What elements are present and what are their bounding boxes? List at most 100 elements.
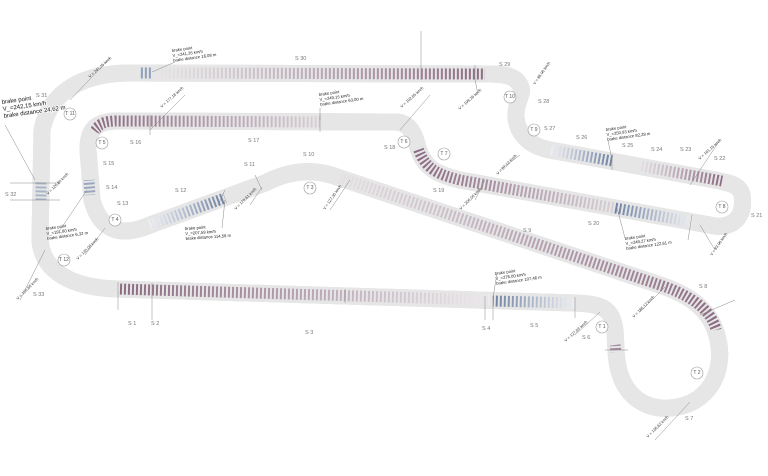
- brake-speed: V_=241,35 km/h: [172, 49, 204, 58]
- brake-callout: brake point V_=249,27 km/h brake distanc…: [624, 233, 673, 251]
- sector-label: S 19: [433, 188, 444, 194]
- sector-label: S 3: [305, 330, 313, 336]
- turn-marker: T 8: [715, 200, 729, 214]
- turn-label: T 6: [400, 139, 407, 145]
- turn-marker: T 12: [57, 253, 71, 267]
- brake-speed: V_=207,59 km/h: [185, 229, 217, 236]
- sector-label: S 31: [36, 93, 47, 99]
- sector-label: S 20: [588, 221, 599, 227]
- turn-label: T 9: [530, 127, 537, 133]
- brake-speed: V_=191,80 km/h: [46, 227, 78, 236]
- speed-label: V = 136,62 km/h: [645, 414, 669, 438]
- speed-leaders: [19, 57, 721, 441]
- sector-label: S 8: [699, 284, 707, 290]
- speed-label: V = 86,90 km/h: [532, 61, 552, 86]
- zone-brake-s12: [148, 192, 227, 231]
- brake-speed: V_=276,00 km/h: [495, 272, 527, 281]
- brake-title: brake point: [494, 268, 516, 276]
- turn-marker: T 1: [595, 320, 609, 334]
- sector-label: S 21: [751, 213, 762, 219]
- turn-label: T 12: [59, 257, 69, 263]
- brake-distance: brake distance 82,28 m: [607, 131, 651, 142]
- sector-label: S 29: [499, 62, 510, 68]
- turn-label: T 2: [693, 370, 700, 376]
- sector-label: S 16: [130, 140, 141, 146]
- turn-marker: T 11: [63, 107, 77, 121]
- turn-marker: T 4: [108, 213, 122, 227]
- brake-title: brake point: [45, 223, 67, 231]
- sector-label: S 22: [714, 156, 725, 162]
- brake-distance: brake distance 6,32 m: [47, 230, 89, 241]
- brake-callout: brake point V_=191,80 km/h brake distanc…: [45, 223, 89, 241]
- sector-label: S 24: [651, 147, 662, 153]
- turn-markers: T 1 T 2 T 3 T 4 T 5 T 6 T 7 T 8 T 9 T 10…: [57, 90, 729, 380]
- sector-label: S 17: [248, 138, 259, 144]
- sector-dividers: [10, 31, 736, 351]
- brake-distance: brake distance 122,61 m: [626, 239, 673, 250]
- brake-distance: brake distance 107,46 m: [496, 274, 543, 285]
- brake-point-callouts: brake point V_=241,35 km/h brake distanc…: [1, 45, 673, 286]
- turn-marker: T 3: [303, 181, 317, 195]
- sector-label: S 15: [103, 161, 114, 167]
- brake-title: brake point: [318, 89, 340, 97]
- sector-label: S 4: [482, 326, 490, 332]
- sector-label: S 30: [295, 56, 306, 62]
- speed-label: V = 102,85 km/h: [399, 85, 424, 108]
- sector-label: S 18: [384, 145, 395, 151]
- brake-callout: brake point V_=207,59 km/h brake distanc…: [185, 225, 232, 241]
- brake-title: brake point: [624, 233, 646, 241]
- brake-title: brake point: [185, 225, 207, 231]
- track: [31, 64, 743, 408]
- speed-label: V = 186,12 km/h: [631, 294, 655, 318]
- sector-label: S 27: [544, 126, 555, 132]
- brake-title: brake point: [171, 45, 193, 53]
- speed-label: V = 87,12 km/h: [495, 153, 518, 176]
- brake-callout: brake point V_=250,93 km/h brake distanc…: [605, 124, 651, 142]
- brake-callout: brake point V_=276,00 km/h brake distanc…: [494, 268, 543, 286]
- speed-label: V = 199,36 km/h: [457, 87, 482, 110]
- turn-marker: T 9: [527, 123, 541, 137]
- sector-label: S 33: [33, 292, 44, 298]
- sector-label: S 11: [244, 162, 255, 168]
- sector-label: S 25: [622, 143, 633, 149]
- speed-label: V = 177,18 km/h: [159, 85, 184, 108]
- turn-marker: T 7: [437, 147, 451, 161]
- sector-label: S 10: [303, 152, 314, 158]
- sector-label: S 32: [5, 192, 16, 198]
- sector-label: S 23: [680, 147, 691, 153]
- brake-distance: brake distance 63,00 m: [320, 96, 364, 107]
- turn-label: T 11: [65, 111, 75, 117]
- turn-marker: T 6: [397, 135, 411, 149]
- turn-label: T 3: [306, 185, 313, 191]
- turn-label: T 7: [440, 151, 447, 157]
- sector-label: S 7: [685, 416, 693, 422]
- brake-speed: V_=249,27 km/h: [625, 237, 657, 246]
- sector-label: S 9: [523, 228, 531, 234]
- sector-label: S 13: [117, 201, 128, 207]
- turn-label: T 5: [98, 140, 105, 146]
- brake-title: brake point: [605, 124, 627, 132]
- sector-label: S 6: [582, 335, 590, 341]
- sector-label: S 5: [530, 323, 538, 329]
- brake-speed: V_=249,15 km/h: [319, 93, 351, 102]
- sector-label: S 14: [106, 185, 117, 191]
- sector-label: S 26: [576, 135, 587, 141]
- brake-callout: brake point V_=249,15 km/h brake distanc…: [318, 89, 364, 107]
- sector-labels: S 1 S 2 S 3 S 4 S 5 S 6 S 7 S 8 S 9 S 10…: [5, 56, 762, 422]
- turn-label: T 10: [505, 94, 515, 100]
- sector-label: S 2: [151, 321, 159, 327]
- zone-s19: [412, 146, 616, 214]
- brake-callout: brake point V_=241,35 km/h brake distanc…: [171, 45, 217, 63]
- turn-label: T 8: [718, 204, 725, 210]
- turn-label: T 1: [598, 324, 605, 330]
- brake-speed: V_=250,93 km/h: [606, 128, 638, 137]
- sector-label: S 1: [128, 321, 136, 327]
- zone-main-straight: [117, 283, 491, 306]
- turn-marker: T 10: [503, 90, 517, 104]
- turn-label: T 4: [111, 217, 118, 223]
- turn-marker: T 5: [95, 136, 109, 150]
- sector-label: S 28: [538, 99, 549, 105]
- turn-marker: T 2: [690, 366, 704, 380]
- zone-s22: [639, 160, 723, 187]
